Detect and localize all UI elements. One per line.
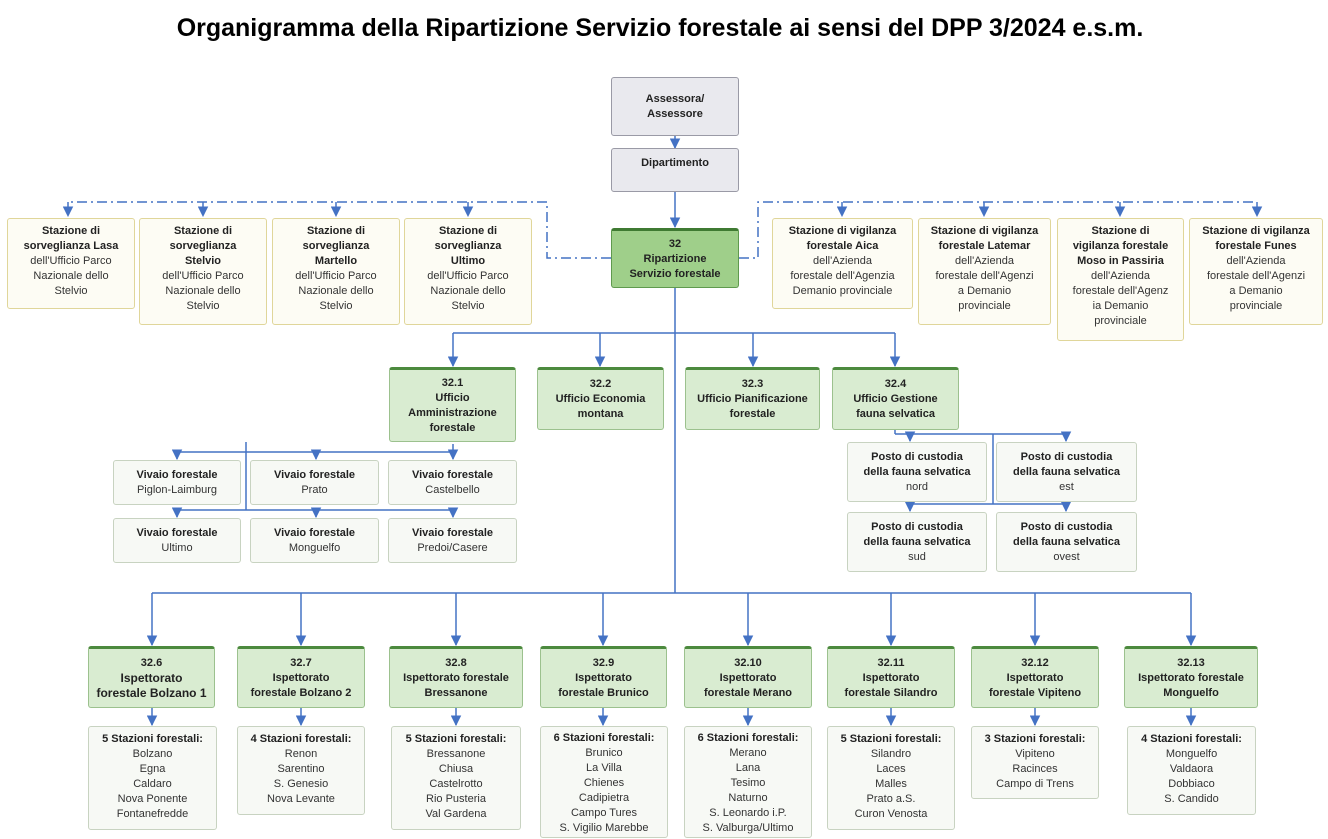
vivaio-forestale-prato: Vivaio forestale Prato <box>250 460 379 505</box>
assessore-box: Assessora/ Assessore <box>611 77 739 136</box>
ispettorato-32-12: 32.12 Ispettorato forestale Vipiteno <box>971 646 1099 708</box>
ispettorato-32-10: 32.10 Ispettorato forestale Merano <box>684 646 812 708</box>
ufficio-32-4: 32.4 Ufficio Gestione fauna selvatica <box>832 367 959 430</box>
stazione-sorveglianza-martello: Stazione di sorveglianza Martello dell'U… <box>272 218 400 325</box>
stazioni-forestali-bolzano-2: 4 Stazioni forestali: Renon Sarentino S.… <box>237 726 365 815</box>
ufficio-32-1: 32.1 Ufficio Amministrazione forestale <box>389 367 516 442</box>
ispettorato-32-8: 32.8 Ispettorato forestale Bressanone <box>389 646 523 708</box>
ufficio-32-2: 32.2 Ufficio Economia montana <box>537 367 664 430</box>
ripartizione-32-box: 32 Ripartizione Servizio forestale <box>611 228 739 288</box>
posto-custodia-nord: Posto di custodia della fauna selvatica … <box>847 442 987 502</box>
stazione-sorveglianza-lasa: Stazione di sorveglianza Lasa dell'Uffic… <box>7 218 135 309</box>
ufficio-32-3: 32.3 Ufficio Pianificazione forestale <box>685 367 820 430</box>
vivaio-forestale-predoi-casere: Vivaio forestale Predoi/Casere <box>388 518 517 563</box>
dipartimento-box: Dipartimento <box>611 148 739 192</box>
ispettorato-32-11: 32.11 Ispettorato forestale Silandro <box>827 646 955 708</box>
ispettorato-32-7: 32.7 Ispettorato forestale Bolzano 2 <box>237 646 365 708</box>
ispettorato-32-6: 32.6 Ispettorato forestale Bolzano 1 <box>88 646 215 708</box>
vivaio-forestale-piglon-laimburg: Vivaio forestale Piglon-Laimburg <box>113 460 241 505</box>
stazione-sorveglianza-stelvio: Stazione di sorveglianza Stelvio dell'Uf… <box>139 218 267 325</box>
ispettorato-32-13: 32.13 Ispettorato forestale Monguelfo <box>1124 646 1258 708</box>
chart-title: Organigramma della Ripartizione Servizio… <box>176 14 1144 42</box>
stazione-vigilanza-moso-in-passiria: Stazione di vigilanza forestale Moso in … <box>1057 218 1184 341</box>
stazione-vigilanza-funes: Stazione di vigilanza forestale Funes de… <box>1189 218 1323 325</box>
vivaio-forestale-castelbello: Vivaio forestale Castelbello <box>388 460 517 505</box>
posto-custodia-ovest: Posto di custodia della fauna selvatica … <box>996 512 1137 572</box>
stazioni-forestali-silandro: 5 Stazioni forestali: Silandro Laces Mal… <box>827 726 955 830</box>
ispettorato-32-9: 32.9 Ispettorato forestale Brunico <box>540 646 667 708</box>
posto-custodia-est: Posto di custodia della fauna selvatica … <box>996 442 1137 502</box>
stazioni-forestali-bolzano-1: 5 Stazioni forestali: Bolzano Egna Calda… <box>88 726 217 830</box>
stazione-vigilanza-latemar: Stazione di vigilanza forestale Latemar … <box>918 218 1051 325</box>
stazioni-forestali-vipiteno: 3 Stazioni forestali: Vipiteno Racinces … <box>971 726 1099 799</box>
stazioni-forestali-bressanone: 5 Stazioni forestali: Bressanone Chiusa … <box>391 726 521 830</box>
posto-custodia-sud: Posto di custodia della fauna selvatica … <box>847 512 987 572</box>
stazioni-forestali-merano: 6 Stazioni forestali: Merano Lana Tesimo… <box>684 726 812 838</box>
stazioni-forestali-brunico: 6 Stazioni forestali: Brunico La Villa C… <box>540 726 668 838</box>
vivaio-forestale-monguelfo: Vivaio forestale Monguelfo <box>250 518 379 563</box>
stazioni-forestali-monguelfo: 4 Stazioni forestali: Monguelfo Valdaora… <box>1127 726 1256 815</box>
stazione-vigilanza-aica: Stazione di vigilanza forestale Aica del… <box>772 218 913 309</box>
stazione-sorveglianza-ultimo: Stazione di sorveglianza Ultimo dell'Uff… <box>404 218 532 325</box>
vivaio-forestale-ultimo: Vivaio forestale Ultimo <box>113 518 241 563</box>
